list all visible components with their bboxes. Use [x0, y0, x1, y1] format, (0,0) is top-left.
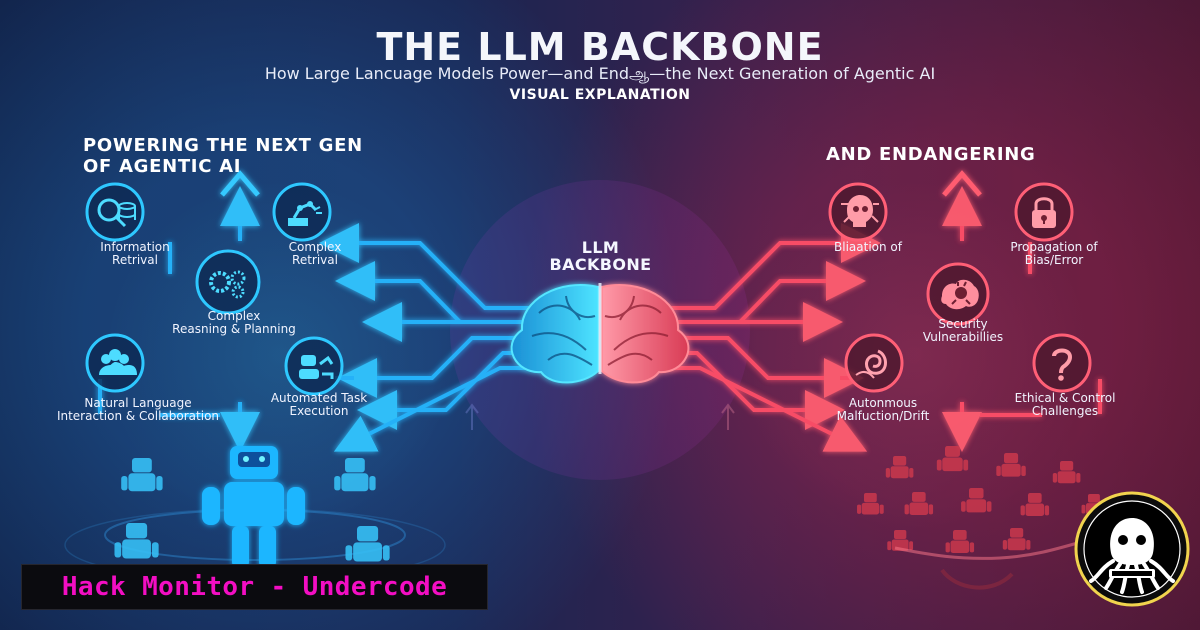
- question-icon: [1032, 333, 1092, 393]
- spiral-icon: [844, 333, 904, 393]
- page-subtitle: How Large Lancuage Models Power—and Endஆ…: [264, 64, 936, 83]
- bliaation-of-label: Bliaation of: [834, 240, 902, 254]
- automated-task-execution-label: Automated Task Execution: [270, 391, 368, 418]
- robot-arm-icon: [272, 182, 332, 242]
- llm-backbone-label: LLM BACKBONE: [549, 238, 652, 274]
- security-vulnerabilities-label: Security Vulnerabillies: [922, 317, 1004, 344]
- ethical-control-challenges-label: Ethical & Control Challenges: [1014, 391, 1116, 418]
- hack-monitor-watermark: Hack Monitor - Undercode: [21, 564, 488, 610]
- skull-warning-icon: [828, 182, 888, 242]
- autonomous-malfunction-drift-label: Autonmous Malfuction/Drift: [836, 396, 930, 423]
- page-title: THE LLM BACKBONE: [376, 25, 824, 69]
- people-group-icon: [85, 333, 145, 393]
- complex-reasoning-planning-label: Complex Reasning & Planning: [172, 309, 296, 336]
- left-section-title: POWERING THE NEXT GEN OF AGENTIC AI: [83, 135, 363, 177]
- gears-icon: [195, 249, 261, 315]
- search-database-icon: [85, 182, 145, 242]
- propagation-of-bias-error-label: Propagation of Bias/Error: [1010, 240, 1098, 267]
- information-retrieval-label: Information Retrival: [100, 240, 170, 267]
- automation-robot-icon: [284, 336, 344, 396]
- bug-brain-icon: [926, 262, 990, 326]
- right-section-title: AND ENDANGERING: [826, 144, 1036, 165]
- complex-retrieval-label: Complex Retrival: [288, 240, 342, 267]
- octopus-logo: [1074, 491, 1190, 607]
- visual-explanation-label: VISUAL EXPLANATION: [509, 87, 691, 103]
- header: THE LLM BACKBONE How Large Lancuage Mode…: [0, 25, 1200, 103]
- natural-language-interaction-label: Natural Language Interaction & Collabora…: [56, 396, 220, 423]
- lock-icon: [1014, 182, 1074, 242]
